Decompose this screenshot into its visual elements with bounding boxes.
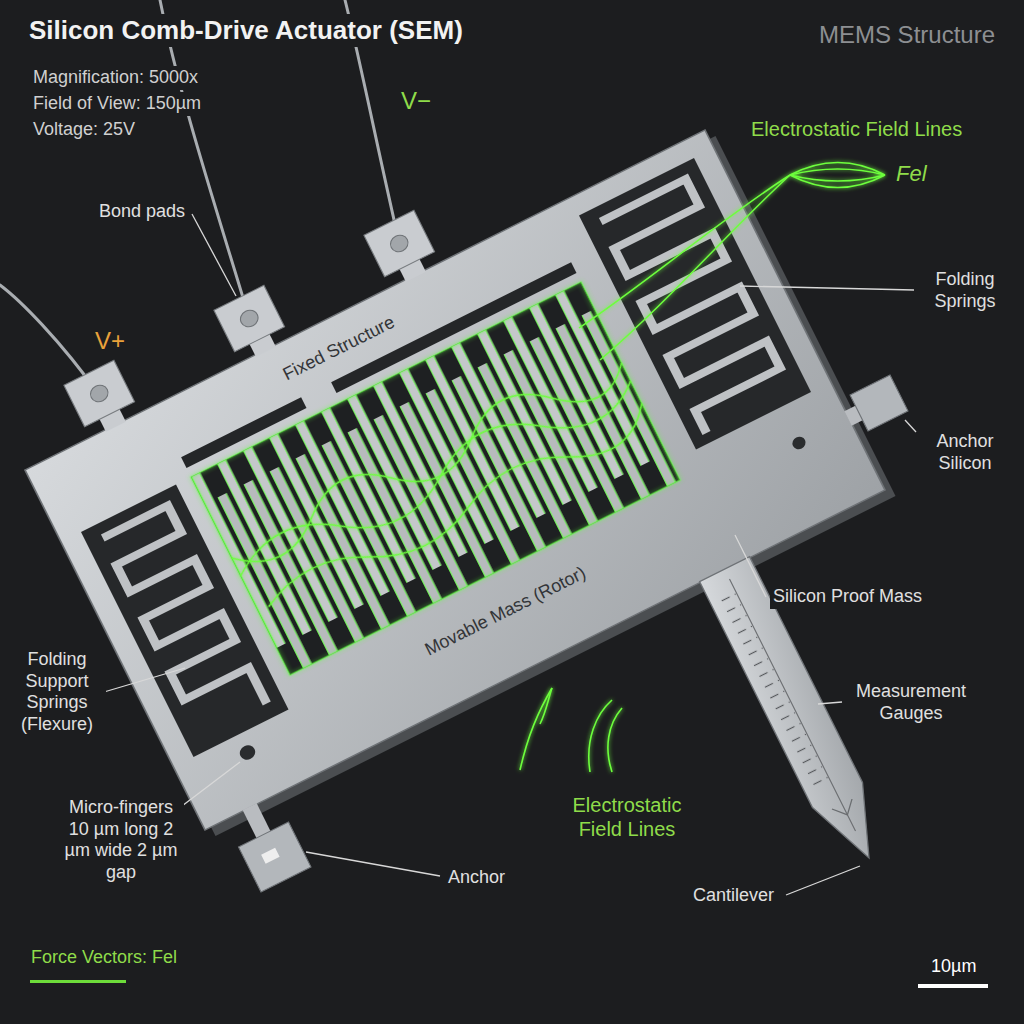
header-tag: MEMS Structure — [816, 20, 998, 51]
part-label: Anchor Silicon — [918, 430, 1012, 475]
part-label: Bond pads — [96, 200, 188, 224]
part-label: Cantilever — [690, 884, 777, 908]
legend-sample — [30, 980, 126, 983]
part-label: Folding Support Springs (Flexure) — [8, 648, 106, 736]
info-text: Voltage: 25V — [30, 118, 138, 142]
field-label: Electrostatic Field Lines — [748, 116, 965, 142]
field-label: Electrostatic Field Lines — [556, 792, 698, 842]
legend-text: Force Vectors: Fel — [28, 946, 180, 970]
signal-name: V+ — [92, 326, 128, 357]
force-label: Fel — [893, 160, 930, 188]
info-text: Field of View: 150µm — [30, 92, 204, 116]
diagram-title: Silicon Comb-Drive Actuator (SEM) — [26, 14, 466, 47]
part-label: Measurement Gauges — [845, 680, 977, 725]
part-label: Folding Springs — [918, 268, 1012, 313]
info-text: Magnification: 5000x — [30, 66, 201, 90]
scale-label: 10µm — [928, 955, 979, 979]
dimension-note: Micro-fingers 10 µm long 2 µm wide 2 µm … — [58, 796, 184, 884]
signal-name: V− — [398, 86, 434, 117]
part-label: Anchor — [445, 866, 508, 890]
part-label: Silicon Proof Mass — [770, 585, 925, 609]
